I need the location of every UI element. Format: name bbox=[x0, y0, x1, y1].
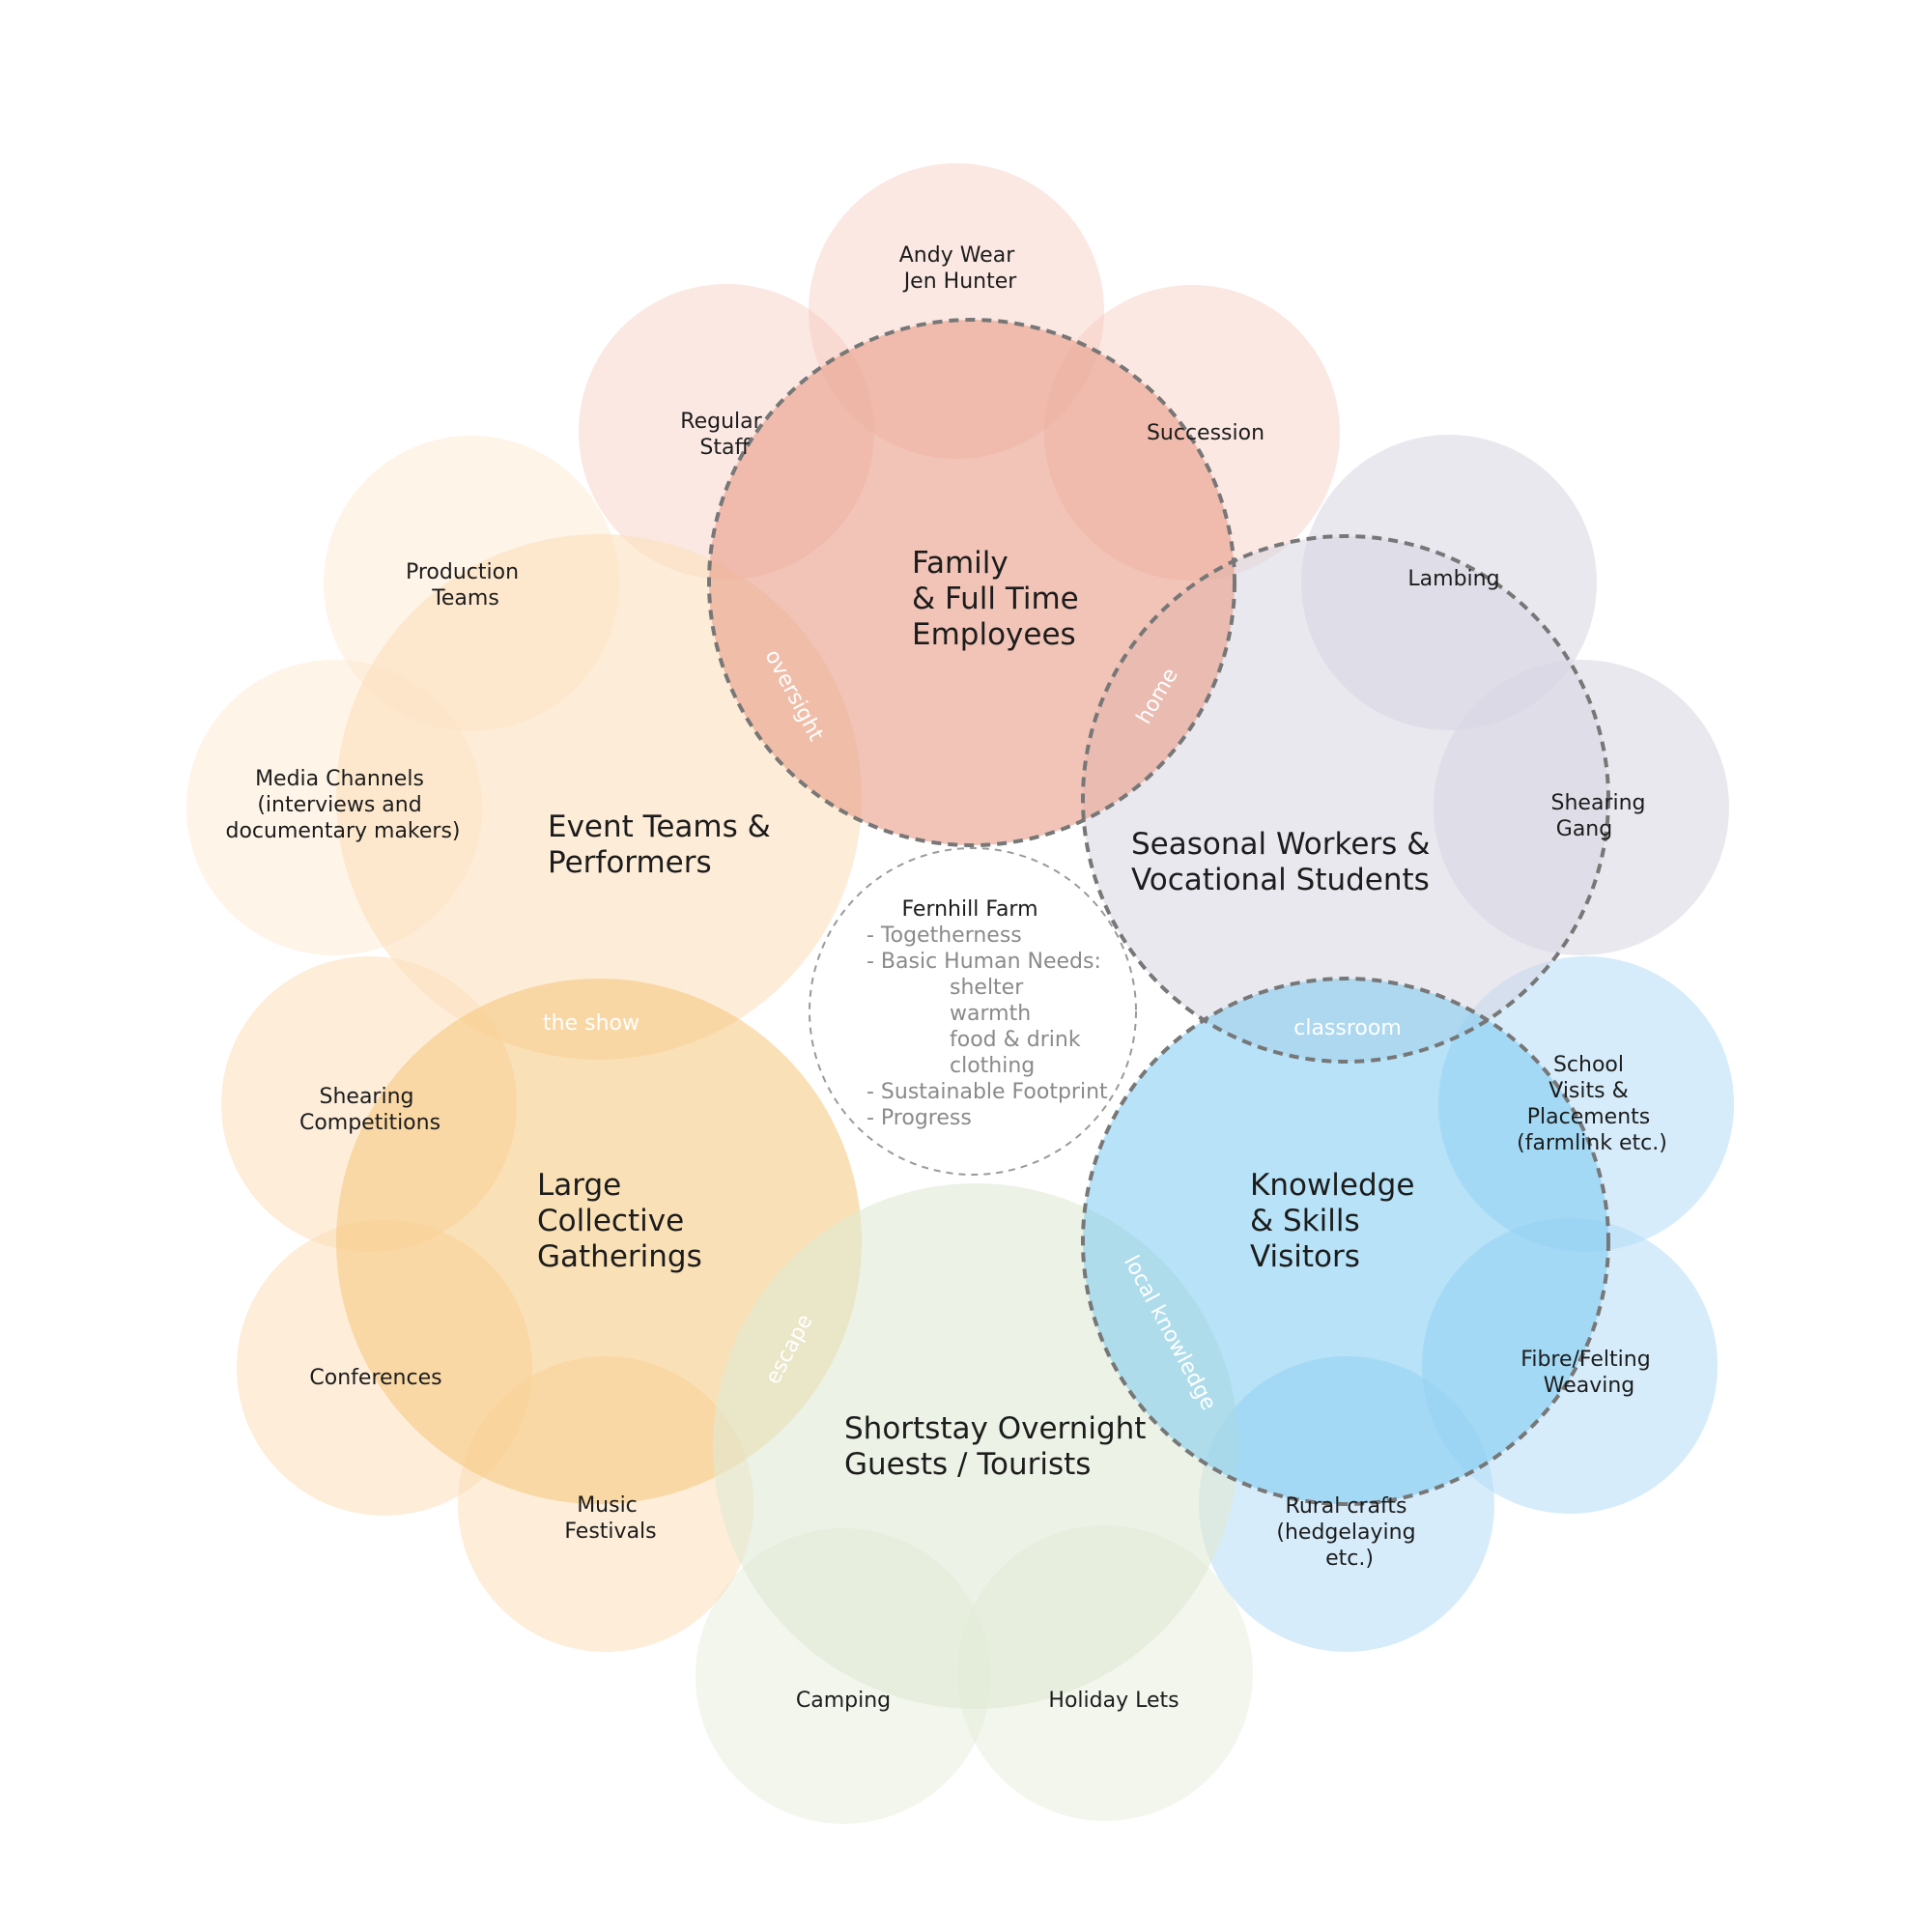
label-line: Gatherings bbox=[537, 1239, 702, 1274]
label-line: Media Channels bbox=[255, 767, 424, 791]
center-item: - Progress bbox=[867, 1106, 972, 1130]
label-line: Event Teams & bbox=[548, 810, 771, 844]
label-line: Competitions bbox=[299, 1111, 440, 1135]
label-line: Rural crafts bbox=[1286, 1494, 1407, 1519]
center-item: clothing bbox=[950, 1054, 1035, 1078]
label-line: Shearing bbox=[1551, 791, 1646, 815]
label-line: Jen Hunter bbox=[902, 270, 1018, 294]
label-music-festivals: Music Festivals bbox=[564, 1493, 656, 1544]
label-line: Staff bbox=[699, 436, 750, 460]
center-item: warmth bbox=[950, 1002, 1031, 1026]
label-camping: Camping bbox=[796, 1689, 891, 1713]
dashed-outline-seasonal bbox=[1081, 534, 1610, 1064]
label-line: Guests / Tourists bbox=[844, 1447, 1091, 1482]
circle-family bbox=[709, 320, 1235, 845]
label-line: & Full Time bbox=[912, 582, 1079, 616]
label-shearing-gang: Shearing Gang bbox=[1551, 791, 1653, 841]
label-line: Teams bbox=[431, 586, 499, 611]
label-line: Large bbox=[537, 1168, 621, 1203]
label-line: Andy Wear bbox=[899, 243, 1015, 268]
center-item: food & drink bbox=[950, 1028, 1081, 1052]
center-dashed-circle bbox=[809, 847, 1137, 1176]
label-regular-staff: Regular Staff bbox=[680, 410, 768, 460]
label-line: Conferences bbox=[309, 1366, 441, 1390]
label-line: Family bbox=[912, 546, 1009, 581]
center-item: - Togetherness bbox=[867, 923, 1022, 948]
label-shearing-competitions: Shearing Competitions bbox=[299, 1085, 440, 1135]
label-line: Festivals bbox=[564, 1520, 656, 1544]
label-line: Production bbox=[406, 560, 519, 584]
center-text: Fernhill Farm - Togetherness - Basic Hum… bbox=[867, 897, 1108, 1130]
label-shortstay: Shortstay Overnight Guests / Tourists bbox=[844, 1411, 1155, 1482]
label-line: Succession bbox=[1147, 421, 1264, 445]
label-succession: Succession bbox=[1147, 421, 1264, 445]
label-lambing: Lambing bbox=[1407, 567, 1499, 591]
label-line: etc.) bbox=[1325, 1547, 1374, 1571]
dashed-outline-family bbox=[707, 318, 1236, 847]
overlap-the-show: the show bbox=[543, 1011, 639, 1036]
center-title: Fernhill Farm bbox=[901, 897, 1037, 922]
label-line: Visits & bbox=[1548, 1079, 1629, 1103]
label-andy-jen: Andy Wear Jen Hunter bbox=[899, 243, 1022, 294]
label-events: Event Teams & Performers bbox=[548, 810, 781, 880]
label-line: Visitors bbox=[1250, 1239, 1360, 1274]
label-line: Camping bbox=[796, 1689, 891, 1713]
label-line: Lambing bbox=[1407, 567, 1499, 591]
label-line: documentary makers) bbox=[225, 819, 460, 843]
label-rural-crafts: Rural crafts (hedgelaying etc.) bbox=[1276, 1494, 1422, 1571]
label-line: Regular bbox=[680, 410, 762, 434]
label-holiday-lets: Holiday Lets bbox=[1048, 1689, 1179, 1713]
label-line: Shearing bbox=[320, 1085, 414, 1109]
label-line: Weaving bbox=[1544, 1374, 1635, 1398]
label-seasonal: Seasonal Workers & Vocational Students bbox=[1131, 827, 1439, 897]
label-line: Gang bbox=[1556, 817, 1612, 841]
label-line: Performers bbox=[548, 845, 712, 880]
label-line: Knowledge bbox=[1250, 1168, 1414, 1203]
center-item: shelter bbox=[950, 976, 1024, 1000]
dashed-outline-knowledge bbox=[1081, 977, 1610, 1506]
subcircle-labels: Andy Wear Jen Hunter Regular Staff Succe… bbox=[225, 243, 1666, 1713]
label-line: Placements bbox=[1527, 1105, 1651, 1129]
label-family: Family & Full Time Employees bbox=[912, 546, 1089, 652]
label-conferences: Conferences bbox=[309, 1366, 441, 1390]
label-fibre-felting: Fibre/Felting Weaving bbox=[1520, 1348, 1657, 1398]
center-item: - Sustainable Footprint bbox=[867, 1080, 1108, 1104]
overlap-classroom: classroom bbox=[1293, 1016, 1402, 1040]
label-line: Employees bbox=[912, 617, 1076, 652]
label-production-teams: Production Teams bbox=[406, 560, 526, 611]
label-line: Holiday Lets bbox=[1048, 1689, 1179, 1713]
label-line: & Skills bbox=[1250, 1204, 1360, 1238]
label-line: Fibre/Felting bbox=[1520, 1348, 1650, 1372]
center-item: - Basic Human Needs: bbox=[867, 950, 1101, 974]
label-school-visits: School Visits & Placements (farmlink etc… bbox=[1517, 1053, 1667, 1155]
label-media-channels: Media Channels (interviews and documenta… bbox=[225, 767, 460, 843]
label-line: Shortstay Overnight bbox=[844, 1411, 1146, 1446]
label-line: (farmlink etc.) bbox=[1517, 1131, 1667, 1155]
label-line: Seasonal Workers & bbox=[1131, 827, 1430, 862]
label-line: Vocational Students bbox=[1131, 863, 1430, 897]
dashed-outlines-layer bbox=[707, 318, 1610, 1506]
label-line: Music bbox=[577, 1493, 638, 1518]
label-line: (interviews and bbox=[257, 793, 421, 817]
main-circles-layer bbox=[336, 320, 1608, 1709]
label-line: Collective bbox=[537, 1204, 684, 1238]
main-labels: Family & Full Time Employees Seasonal Wo… bbox=[537, 546, 1439, 1482]
circle-knowledge-visitors bbox=[1083, 979, 1608, 1504]
label-line: School bbox=[1553, 1053, 1624, 1077]
label-line: (hedgelaying bbox=[1276, 1520, 1415, 1545]
label-knowledge: Knowledge & Skills Visitors bbox=[1250, 1168, 1424, 1274]
label-gatherings: Large Collective Gatherings bbox=[537, 1168, 702, 1274]
